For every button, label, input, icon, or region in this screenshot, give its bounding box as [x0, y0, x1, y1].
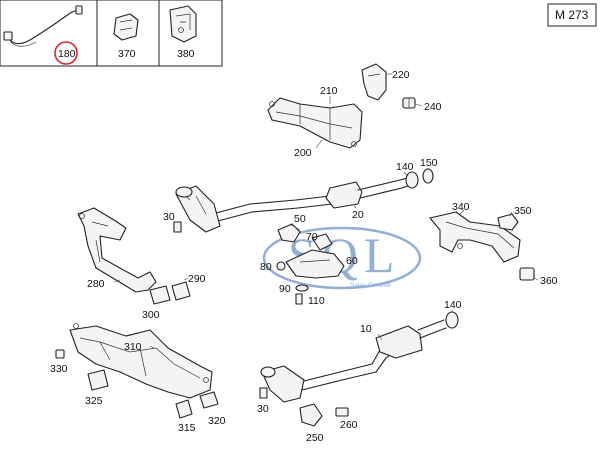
bracket-50-drawing[interactable]	[277, 223, 301, 243]
callout-30-top[interactable]: 30	[163, 211, 175, 223]
callout-315[interactable]: 315	[178, 422, 196, 434]
watermark-tagline: Sales On Line	[350, 282, 391, 289]
callout-370[interactable]: 370	[118, 48, 136, 60]
callout-380[interactable]: 380	[177, 48, 195, 60]
nut-80-drawing[interactable]	[276, 261, 286, 271]
callout-30-bottom[interactable]: 30	[257, 403, 269, 415]
bolt-330-drawing[interactable]	[55, 349, 65, 359]
clamp-140-bottom-drawing[interactable]	[445, 311, 459, 329]
callout-360[interactable]: 360	[540, 275, 558, 287]
gasket-150-drawing[interactable]	[422, 168, 434, 184]
callout-80[interactable]: 80	[260, 261, 272, 273]
clip-370-drawing[interactable]	[113, 13, 139, 41]
callout-60[interactable]: 60	[346, 255, 358, 267]
callout-180-highlight	[54, 41, 78, 65]
callout-325[interactable]: 325	[85, 395, 103, 407]
oxygen-sensor-180-drawing[interactable]	[3, 5, 83, 47]
clip-360-drawing[interactable]	[519, 267, 535, 281]
heat-shield-310-drawing[interactable]	[69, 323, 213, 399]
callout-110[interactable]: 110	[308, 295, 325, 307]
bracket-220-drawing[interactable]	[361, 63, 387, 101]
callout-200[interactable]: 200	[294, 147, 312, 159]
bolt-240-drawing[interactable]	[402, 97, 416, 109]
bracket-380-drawing[interactable]	[169, 5, 197, 43]
callout-70[interactable]: 70	[306, 231, 318, 243]
mount-350-drawing[interactable]	[497, 213, 519, 231]
callout-90[interactable]: 90	[279, 283, 291, 295]
clip-325-drawing[interactable]	[87, 369, 109, 391]
bolt-110-drawing[interactable]	[295, 293, 303, 305]
callout-290[interactable]: 290	[188, 273, 206, 285]
callout-340[interactable]: 340	[452, 201, 470, 213]
callout-320[interactable]: 320	[208, 415, 226, 427]
bracket-340-drawing[interactable]	[429, 211, 521, 263]
callout-140-bottom[interactable]: 140	[444, 299, 462, 311]
mount-300-drawing[interactable]	[149, 285, 171, 305]
callout-10[interactable]: 10	[360, 323, 372, 335]
exhaust-pipe-20-drawing[interactable]	[175, 175, 415, 233]
callout-330[interactable]: 330	[50, 363, 68, 375]
callout-250[interactable]: 250	[306, 432, 324, 444]
model-code-box: M 273	[547, 3, 597, 27]
bolt-30-bottom-drawing[interactable]	[259, 387, 268, 399]
clamp-290-drawing[interactable]	[171, 281, 191, 301]
bolt-30-top-drawing[interactable]	[173, 221, 182, 233]
washer-90-drawing[interactable]	[295, 284, 309, 292]
callout-210[interactable]: 210	[320, 85, 338, 97]
callout-180[interactable]: 180	[58, 48, 76, 60]
callout-20[interactable]: 20	[352, 209, 364, 221]
exhaust-pipe-10-drawing[interactable]	[260, 319, 447, 403]
callout-260[interactable]: 260	[340, 419, 358, 431]
bracket-280-drawing[interactable]	[77, 207, 157, 293]
clamp-140-drawing[interactable]	[405, 171, 419, 189]
reference-table: 180 370 380	[0, 0, 223, 67]
watermark: SQL Sales On Line	[262, 226, 422, 290]
callout-50[interactable]: 50	[294, 213, 306, 225]
nut-260-drawing[interactable]	[335, 407, 349, 417]
callout-310[interactable]: 310	[124, 341, 142, 353]
mount-250-drawing[interactable]	[299, 403, 323, 427]
hanger-60-drawing[interactable]	[285, 249, 345, 279]
rubber-mount-70-drawing[interactable]	[311, 233, 333, 251]
callout-280[interactable]: 280	[87, 278, 105, 290]
callout-240[interactable]: 240	[424, 101, 442, 113]
callout-350[interactable]: 350	[514, 205, 532, 217]
heat-shield-200-drawing[interactable]	[267, 97, 363, 149]
callout-220[interactable]: 220	[392, 69, 410, 81]
callout-140-top[interactable]: 140	[396, 161, 414, 173]
model-code: M 273	[555, 8, 589, 22]
callout-150[interactable]: 150	[420, 157, 438, 169]
nut-315-drawing[interactable]	[175, 399, 193, 419]
clip-320-drawing[interactable]	[199, 391, 219, 409]
callout-300[interactable]: 300	[142, 309, 160, 321]
